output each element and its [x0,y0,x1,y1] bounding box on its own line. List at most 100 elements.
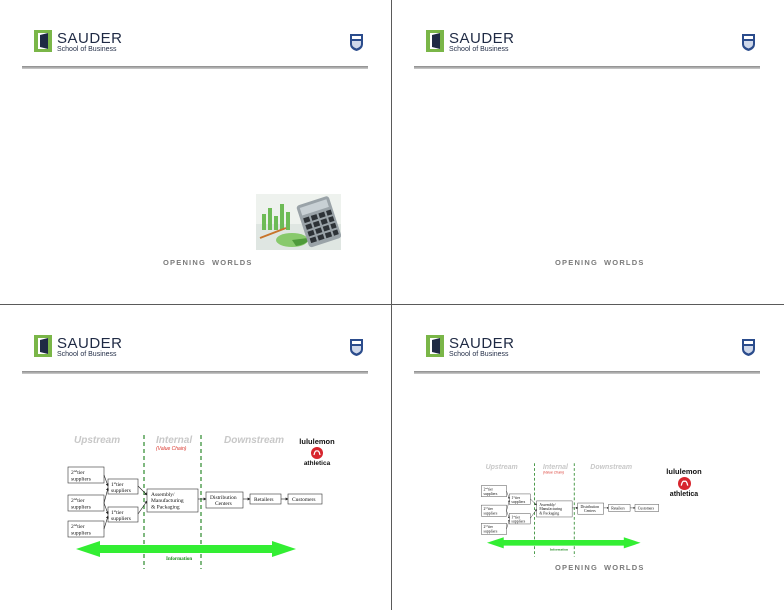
ubc-crest-icon [742,339,755,356]
svg-text:Distribution: Distribution [210,495,237,501]
svg-text:suppliers: suppliers [511,500,525,504]
tier2-supplier-box: 2ndtier suppliers [481,523,507,535]
svg-text:suppliers: suppliers [483,512,497,516]
svg-text:Centers: Centers [215,501,232,507]
ubc-crest-icon [742,34,755,51]
header-internal: Internal [543,464,569,471]
retailers-box: Retailers [608,504,631,512]
brand-subtitle: School of Business [449,351,509,358]
lululemon-mark-icon [677,477,691,490]
svg-text:Centers: Centers [584,509,596,513]
assembly-box: Assembly/ Manufacturing & Packaging [536,500,573,518]
customers-box: Customers [287,493,323,505]
supply-chain-diagram: Upstream Internal (Value Chain) Downstre… [480,460,665,560]
ubc-crest-icon [350,34,363,51]
sauder-logo: SAUDER School of Business [34,30,144,56]
brand-name: SAUDER [57,30,123,47]
svg-text:Distribution: Distribution [581,505,600,509]
sauder-logo-mark-icon [34,30,52,52]
distribution-box: Distribution Centers [205,491,244,509]
svg-text:Customers: Customers [638,506,655,510]
svg-text:& Packaging: & Packaging [539,512,559,516]
header-upstream: Upstream [74,435,120,446]
svg-text:1sttier: 1sttier [111,509,124,516]
information-label: Information [550,547,568,551]
information-label: Information [166,557,192,562]
flow-arrows [506,491,636,529]
ubc-crest-icon [350,339,363,356]
header-rule [22,66,368,69]
lululemon-logo: lululemon athletica [299,437,335,467]
grid-divider-horizontal [0,304,784,305]
svg-text:2ndtier: 2ndtier [483,507,493,511]
tier2-supplier-box: 2ndtier suppliers [67,466,105,484]
brand-subtitle: School of Business [57,351,117,358]
lululemon-mark-icon [311,447,323,459]
supply-chain-diagram: Upstream Internal (Value Chain) Downstre… [66,431,331,573]
svg-text:suppliers: suppliers [483,530,497,534]
information-arrow [76,541,296,557]
svg-text:1sttier: 1sttier [111,481,124,488]
header-upstream: Upstream [486,464,518,471]
svg-text:Assembly/: Assembly/ [151,492,175,498]
header-downstream: Downstream [224,435,284,446]
slide-1: SAUDER School of Business [0,0,391,304]
svg-text:Manufacturing: Manufacturing [151,497,184,504]
sauder-logo: SAUDER School of Business [34,335,144,361]
header-value-chain: (Value Chain) [543,471,564,475]
lululemon-logo: lululemon athletica [666,467,702,498]
information-arrow [486,537,641,549]
header-rule [414,66,760,69]
tier2-supplier-box: 2ndtier suppliers [481,485,507,497]
header-rule [22,371,368,374]
sauder-logo-mark-icon [34,335,52,357]
svg-text:Assembly/: Assembly/ [539,503,556,507]
svg-text:2ndtier: 2ndtier [71,469,85,476]
svg-text:suppliers: suppliers [111,516,131,522]
flow-arrows [103,474,289,530]
svg-text:2ndtier: 2ndtier [483,487,493,491]
assembly-box: Assembly/ Manufacturing & Packaging [146,488,199,513]
svg-text:2ndtier: 2ndtier [71,523,85,530]
slide-4: SAUDER School of Business Upstream Inter… [392,305,783,609]
tier1-supplier-box: 1sttier suppliers [509,493,531,505]
svg-text:Customers: Customers [292,497,316,503]
retailers-box: Retailers [249,493,282,505]
customers-box: Customers [634,504,659,512]
brand-name: SAUDER [449,30,515,47]
tier1-supplier-box: 1sttier suppliers [107,506,139,523]
svg-text:2ndtier: 2ndtier [71,497,85,504]
header-internal: Internal [156,435,192,446]
svg-text:Retailers: Retailers [611,506,625,510]
tier1-supplier-box: 1sttier suppliers [107,478,139,495]
calculator-photo [256,194,341,250]
svg-text:suppliers: suppliers [483,492,497,496]
distribution-box: Distribution Centers [577,502,604,515]
svg-text:suppliers: suppliers [71,531,91,537]
brand-name: SAUDER [57,335,123,352]
header-value-chain: (Value Chain) [156,446,187,452]
svg-text:2ndtier: 2ndtier [483,525,493,529]
brand-subtitle: School of Business [57,46,117,53]
brand-subtitle: School of Business [449,46,509,53]
svg-text:1sttier: 1sttier [511,495,520,499]
tier2-supplier-box: 2ndtier suppliers [67,520,105,538]
grid-divider-vertical [391,0,392,610]
tier2-supplier-box: 2ndtier suppliers [67,494,105,512]
svg-text:suppliers: suppliers [71,505,91,511]
sauder-logo: SAUDER School of Business [426,30,536,56]
tier2-supplier-box: 2ndtier suppliers [481,504,507,517]
sauder-logo-mark-icon [426,30,444,52]
sauder-logo-mark-icon [426,335,444,357]
svg-text:1sttier: 1sttier [511,515,520,519]
tier1-supplier-box: 1sttier suppliers [509,513,531,525]
svg-text:Retailers: Retailers [254,497,274,503]
svg-text:& Packaging: & Packaging [151,505,180,511]
header-downstream: Downstream [590,464,632,471]
sauder-logo: SAUDER School of Business [426,335,536,361]
svg-text:Manufacturing: Manufacturing [539,507,562,511]
